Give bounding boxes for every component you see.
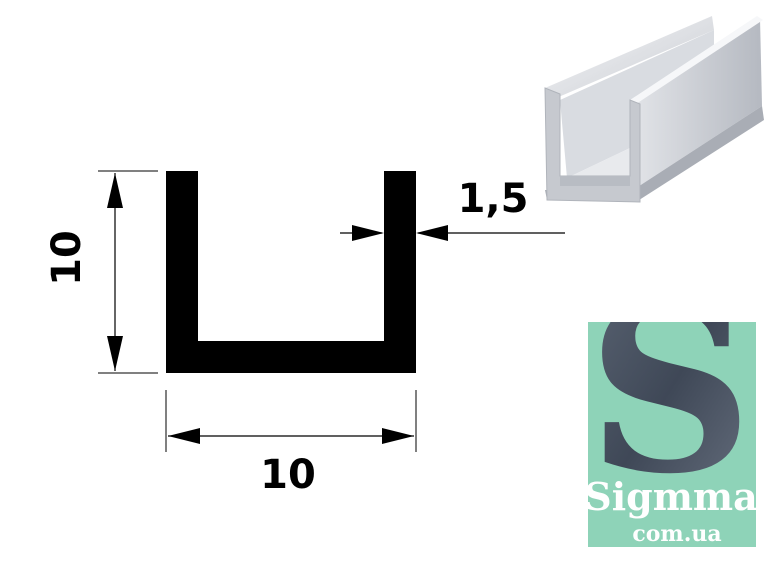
u-channel-3d-image bbox=[544, 16, 764, 203]
logo-letter: S bbox=[587, 255, 753, 525]
height-label: 10 bbox=[44, 230, 90, 286]
width-dimension: 10 bbox=[165, 390, 417, 498]
u-profile-section bbox=[166, 171, 416, 373]
width-label: 10 bbox=[260, 452, 316, 498]
thickness-dimension: 1,5 bbox=[340, 176, 565, 241]
height-dimension: 10 bbox=[44, 170, 158, 374]
logo-domain: com.ua bbox=[632, 521, 721, 547]
logo-name: Sigmma bbox=[584, 474, 758, 519]
sigmma-logo: S Sigmma com.ua bbox=[584, 255, 758, 547]
thickness-label: 1,5 bbox=[458, 176, 529, 222]
